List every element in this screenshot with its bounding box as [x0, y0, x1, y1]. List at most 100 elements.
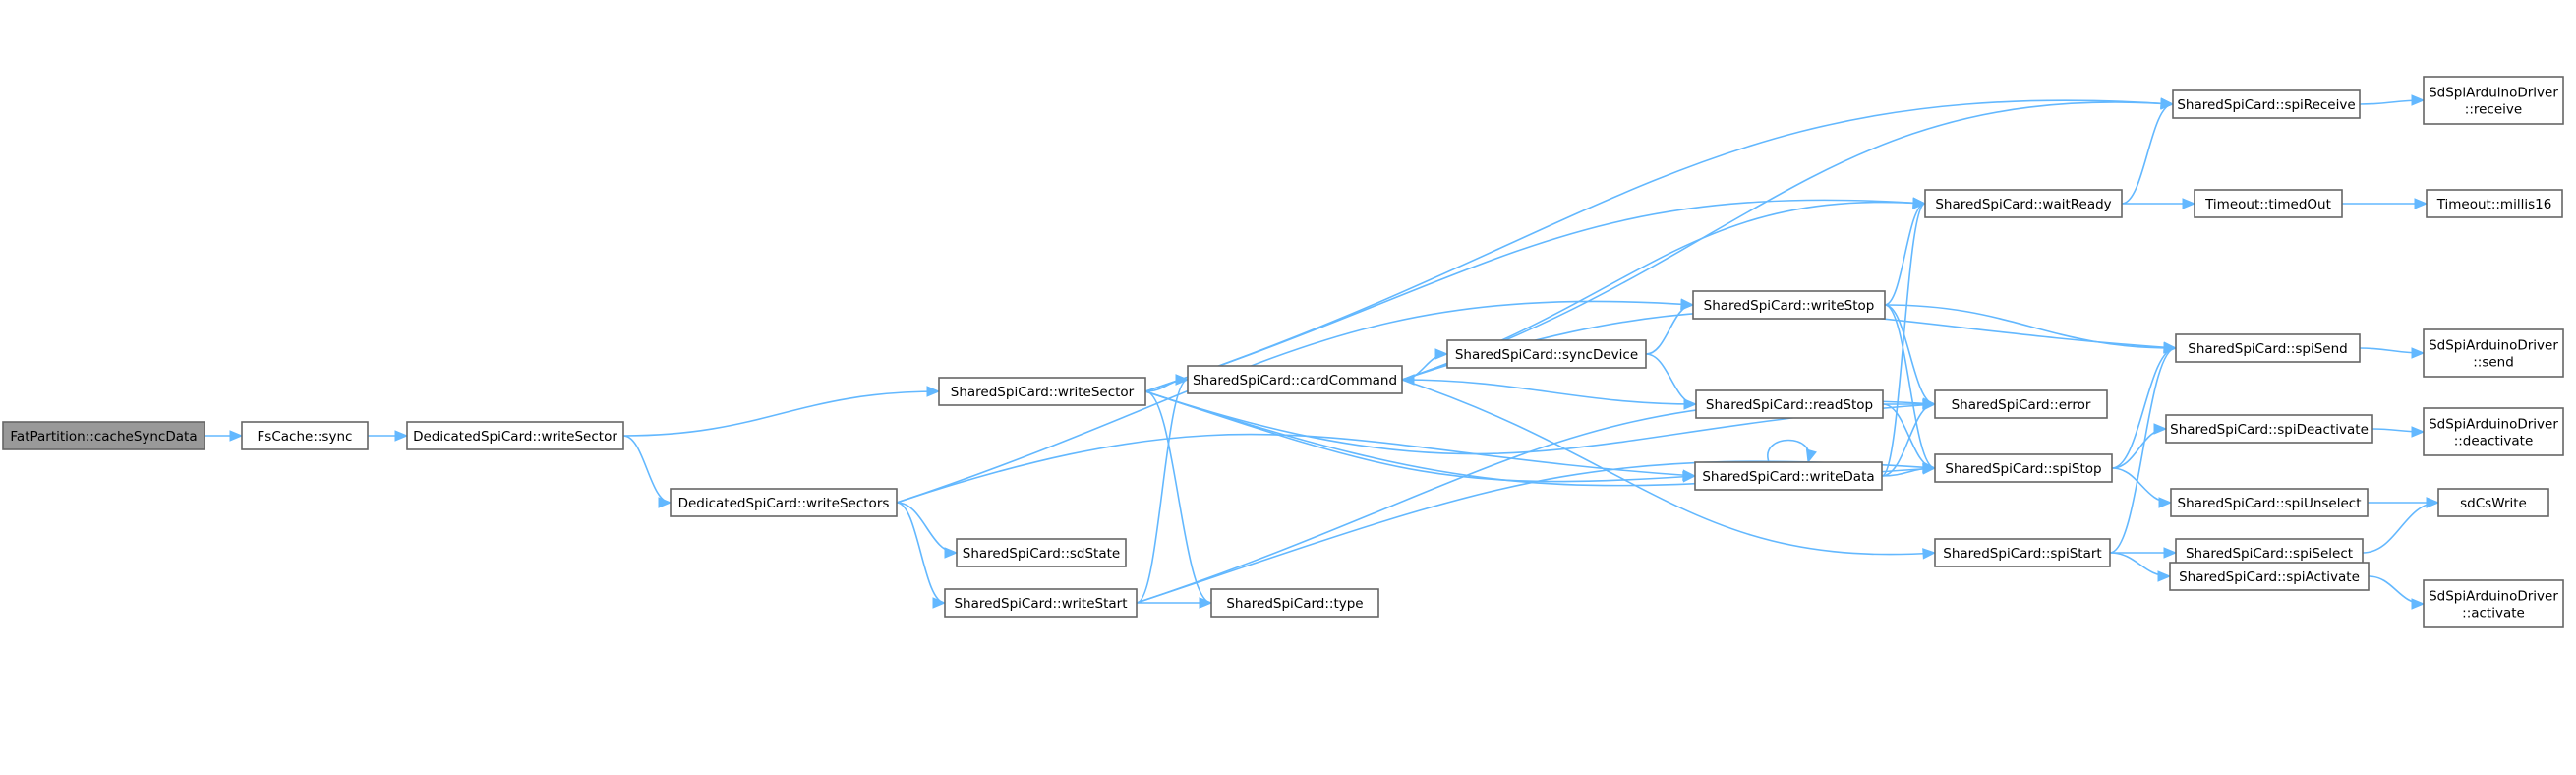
edge-n2-n4: [622, 390, 940, 437]
node-label: SharedSpiCard::writeSector: [951, 385, 1135, 400]
edge-n16-n19: [2109, 347, 2177, 554]
node-box: [2194, 189, 2343, 218]
node-n25[interactable]: Timeout::millis16: [2426, 189, 2563, 218]
node-n8[interactable]: SharedSpiCard::type: [1210, 588, 1379, 618]
edge-n13-n18-arrowhead: [2182, 198, 2196, 209]
edge-n15-n19: [2111, 347, 2177, 469]
node-box: [938, 377, 1146, 406]
edge-n5-n8-arrowhead: [1199, 597, 1213, 609]
node-box: [1694, 461, 1883, 491]
node-label: Timeout::timedOut: [2204, 197, 2331, 212]
edge-n12-n12: [1767, 439, 1810, 463]
node-n1[interactable]: FsCache::sync: [241, 421, 369, 450]
node-box: [1924, 189, 2123, 218]
node-label: SharedSpiCard::cardCommand: [1193, 373, 1397, 388]
node-n19[interactable]: SharedSpiCard::spiSend: [2175, 333, 2361, 363]
edge-n23-n29: [2368, 575, 2425, 605]
function-nodes: FatPartition::cacheSyncData FsCache::sync…: [2, 76, 2564, 628]
node-label: SharedSpiCard::spiSelect: [2186, 546, 2353, 562]
call-edges: [205, 94, 2440, 610]
node-n27[interactable]: SdSpiArduinoDriver::deactivate: [2423, 407, 2564, 456]
node-box: [956, 538, 1127, 567]
node-n16[interactable]: SharedSpiCard::spiStart: [1934, 538, 2111, 567]
edge-n11-n7: [1401, 379, 1697, 405]
edge-n15-n20-arrowhead: [2153, 423, 2168, 435]
node-label: SharedSpiCard::spiStop: [1945, 461, 2101, 477]
node-label: FatPartition::cacheSyncData: [10, 429, 197, 445]
node-n5[interactable]: SharedSpiCard::writeStart: [944, 588, 1138, 618]
node-n24[interactable]: SdSpiArduinoDriver::receive: [2423, 76, 2564, 125]
node-label: SharedSpiCard::spiDeactivate: [2170, 422, 2369, 438]
node-box: [670, 488, 898, 517]
edge-n22-n28-arrowhead: [2426, 497, 2440, 508]
node-box: [1934, 538, 2111, 567]
edge-n10-n13: [1884, 203, 1926, 306]
node-label: SharedSpiCard::sdState: [963, 546, 1120, 562]
node-n23[interactable]: SharedSpiCard::spiActivate: [2169, 562, 2370, 591]
node-label: SharedSpiCard::type: [1226, 596, 1363, 612]
node-box: [1210, 588, 1379, 618]
edge-n5-n7: [1136, 379, 1189, 604]
node-box: [2165, 414, 2373, 444]
node-box: [1187, 365, 1403, 394]
node-box: [1934, 389, 2108, 419]
node-n3[interactable]: DedicatedSpiCard::writeSectors: [670, 488, 898, 517]
node-label: SharedSpiCard::spiStart: [1943, 546, 2101, 562]
edge-n5-n14: [1136, 399, 1936, 604]
node-box: [1692, 290, 1886, 320]
node-box: [2437, 488, 2549, 517]
edge-n11-n15: [1882, 403, 1936, 469]
edge-n22-n28: [2362, 502, 2439, 554]
node-n10[interactable]: SharedSpiCard::writeStop: [1692, 290, 1886, 320]
node-n7[interactable]: SharedSpiCard::cardCommand: [1187, 365, 1403, 394]
edge-n20-n27-arrowhead: [2411, 426, 2426, 438]
node-label: SdSpiArduinoDriver: [2429, 589, 2558, 605]
edge-n7-n16: [1401, 379, 1936, 556]
node-label: SdSpiArduinoDriver: [2429, 338, 2558, 354]
node-n29[interactable]: SdSpiArduinoDriver::activate: [2423, 579, 2564, 628]
edge-n3-n12: [896, 433, 1696, 504]
node-n4[interactable]: SharedSpiCard::writeSector: [938, 377, 1146, 406]
node-n20[interactable]: SharedSpiCard::spiDeactivate: [2165, 414, 2373, 444]
node-label: ::deactivate: [2454, 434, 2534, 449]
node-box: [2, 421, 205, 450]
node-n15[interactable]: SharedSpiCard::spiStop: [1934, 453, 2113, 483]
node-n28[interactable]: sdCsWrite: [2437, 488, 2549, 517]
node-box: [2169, 562, 2370, 591]
node-n2[interactable]: DedicatedSpiCard::writeSector: [406, 421, 624, 450]
edge-n3-n10: [896, 300, 1694, 504]
node-n12[interactable]: SharedSpiCard::writeData: [1694, 461, 1883, 491]
edge-n16-n22-arrowhead: [2163, 547, 2178, 559]
node-n13[interactable]: SharedSpiCard::waitReady: [1924, 189, 2123, 218]
node-n26[interactable]: SdSpiArduinoDriver::send: [2423, 328, 2564, 378]
node-label: SharedSpiCard::error: [1952, 397, 2091, 413]
edge-n4-n12: [1144, 390, 1696, 483]
edge-n5-n7-arrowhead: [1175, 374, 1190, 386]
edge-n13-n17: [2121, 103, 2174, 205]
node-box: [1446, 339, 1647, 369]
node-n11[interactable]: SharedSpiCard::readStop: [1695, 389, 1884, 419]
node-n0[interactable]: FatPartition::cacheSyncData: [2, 421, 205, 450]
node-n21[interactable]: SharedSpiCard::spiUnselect: [2170, 488, 2369, 517]
node-n18[interactable]: Timeout::timedOut: [2194, 189, 2343, 218]
edge-n10-n19: [1884, 304, 2177, 349]
node-label: FsCache::sync: [258, 429, 353, 445]
node-box: [406, 421, 624, 450]
node-box: [2175, 333, 2361, 363]
node-label: SharedSpiCard::spiActivate: [2179, 569, 2360, 585]
edge-n15-n21: [2111, 467, 2172, 504]
node-label: SharedSpiCard::spiSend: [2188, 341, 2347, 357]
node-n6[interactable]: SharedSpiCard::sdState: [956, 538, 1127, 567]
edge-n2-n3-arrowhead: [658, 497, 673, 508]
edge-n16-n19-arrowhead: [2163, 342, 2178, 354]
node-n17[interactable]: SharedSpiCard::spiReceive: [2172, 89, 2361, 119]
node-n14[interactable]: SharedSpiCard::error: [1934, 389, 2108, 419]
edge-n15-n20: [2111, 428, 2167, 469]
node-n9[interactable]: SharedSpiCard::syncDevice: [1446, 339, 1647, 369]
edge-n13-n17-arrowhead: [2160, 98, 2175, 110]
node-box: [2423, 76, 2564, 125]
edge-n12-n13-arrowhead: [1912, 198, 1927, 209]
edge-n2-n4-arrowhead: [926, 386, 941, 397]
edge-n7-n9-arrowhead: [1434, 348, 1449, 360]
